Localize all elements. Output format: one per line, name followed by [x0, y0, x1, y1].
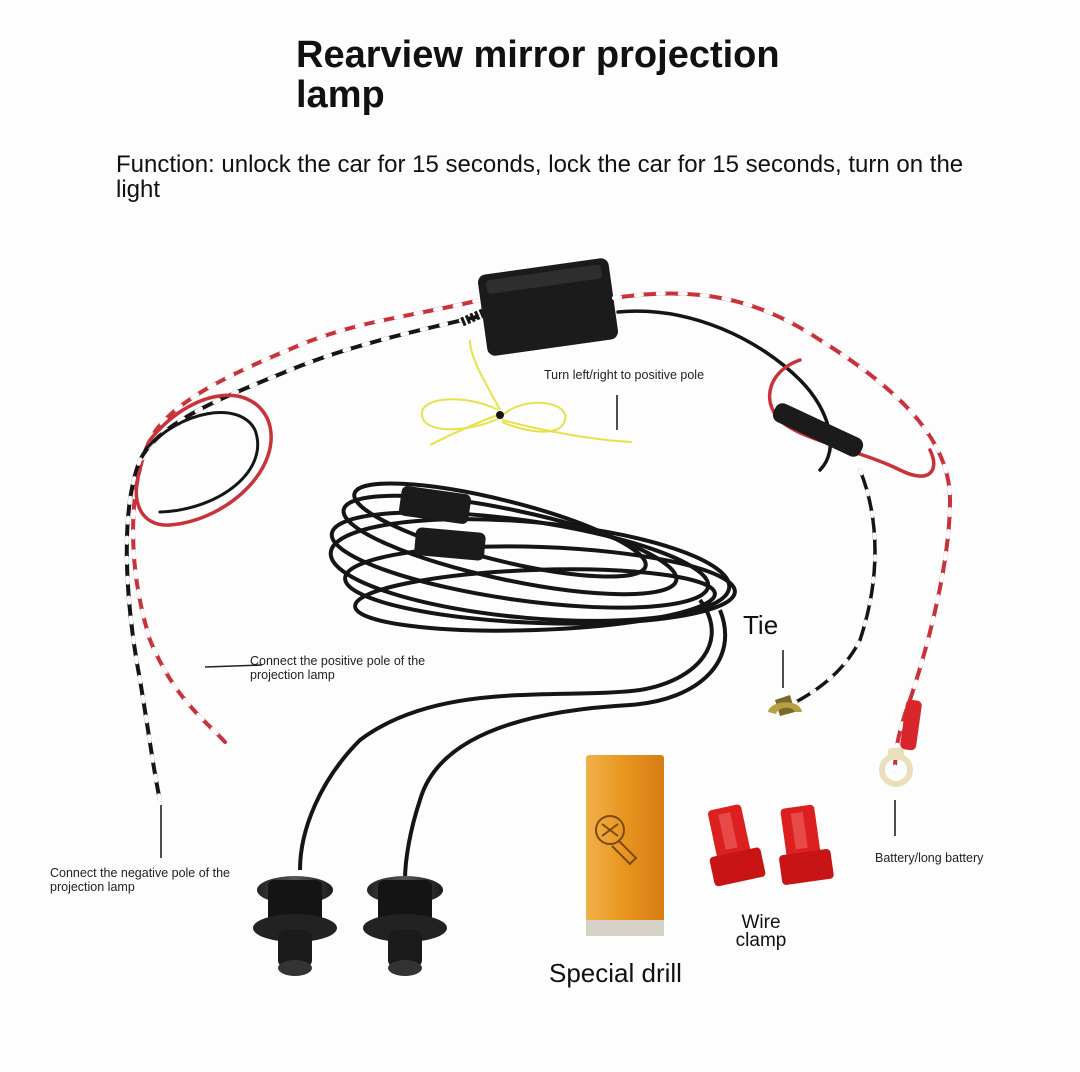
- drill-icon: [595, 815, 638, 866]
- page-title: Rearview mirror projection lamp: [296, 34, 780, 116]
- projection-lamp-right: [363, 876, 447, 976]
- cable-coil: [298, 481, 737, 881]
- fork-terminal: [768, 695, 802, 716]
- label-wire-clamp: Wire clamp: [735, 912, 787, 951]
- wire-clamp-left: [708, 804, 766, 887]
- turn-signal-wire: [420, 339, 633, 446]
- label-tie: Tie: [743, 610, 779, 640]
- drill-box: [586, 755, 664, 936]
- control-module: [460, 258, 619, 356]
- projection-lamp-left: [253, 876, 337, 976]
- ring-terminal: [879, 748, 913, 787]
- left-harness: [124, 298, 487, 802]
- pointer-lines: [160, 395, 896, 858]
- wire-clamps: [708, 804, 834, 887]
- wire-clamp-right: [779, 804, 834, 885]
- label-turn-signal: Turn left/right to positive pole: [544, 368, 705, 382]
- label-positive-pole: Connect the positive pole of the project…: [250, 654, 426, 682]
- pointer-positive: [204, 664, 263, 668]
- function-description: Function: unlock the car for 15 seconds,…: [116, 151, 964, 203]
- label-battery: Battery/long battery: [875, 851, 984, 865]
- label-negative-pole: Connect the negative pole of the project…: [50, 866, 230, 894]
- right-harness: [612, 291, 953, 772]
- label-special-drill: Special drill: [549, 958, 682, 988]
